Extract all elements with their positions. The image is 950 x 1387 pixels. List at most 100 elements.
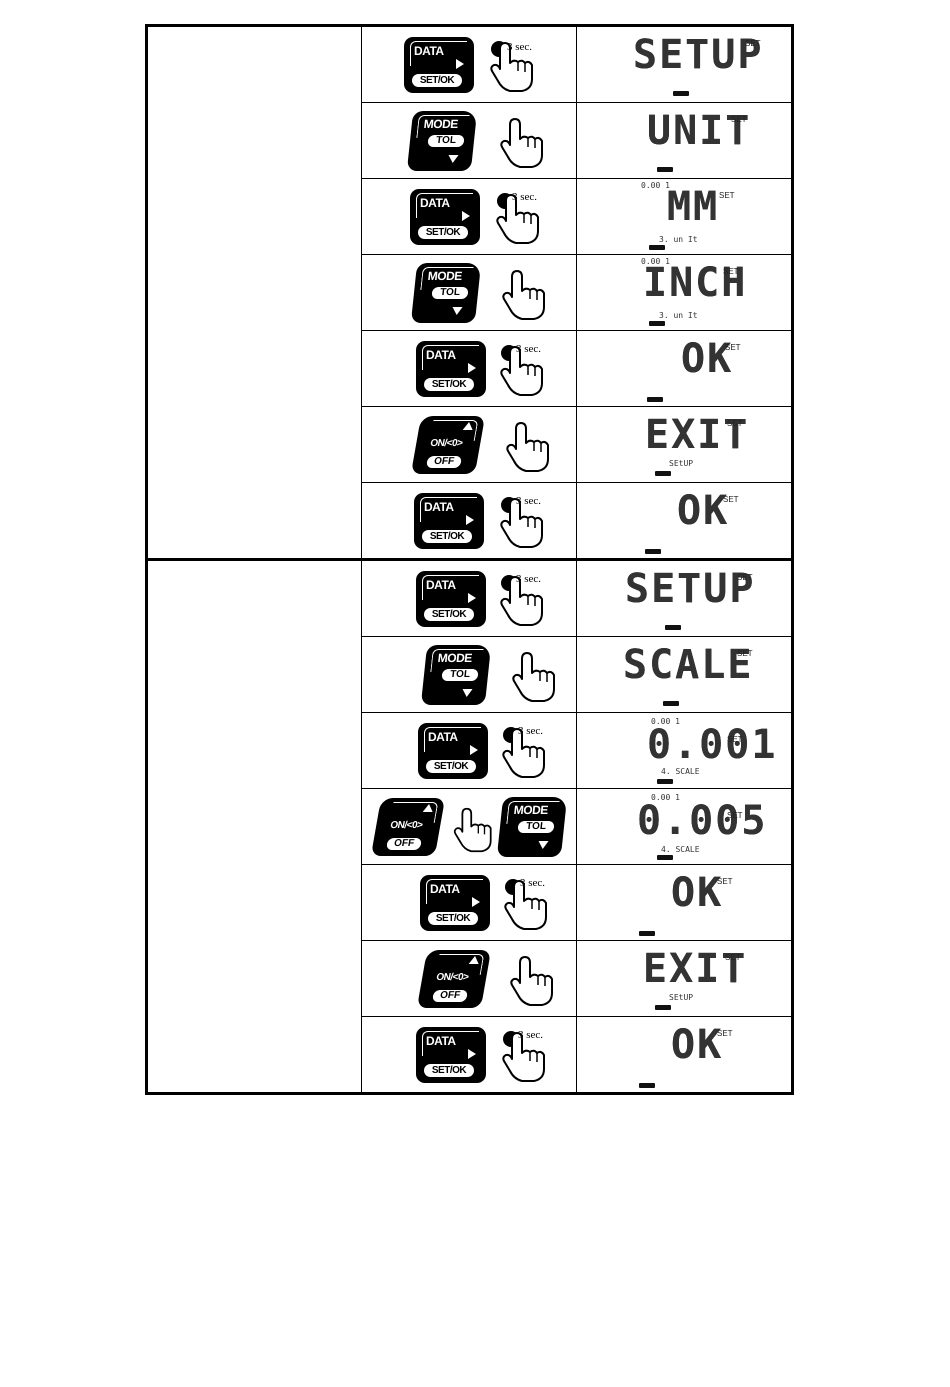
key-sublabel: TOL: [517, 821, 555, 833]
lcd-cell: 0.00 1 0.001 SET 4. SCALE: [576, 712, 793, 789]
table-row: ON/<0> OFF EXIT SET SEtUP: [147, 940, 793, 1017]
lcd-submenu: 4. SCALE: [661, 845, 700, 854]
down-arrow-icon: [451, 307, 463, 315]
table-row: DATA SET/OK 3 sec. 0.00 1 MM SET 3. un I…: [147, 178, 793, 255]
lcd-main-text: OK: [671, 870, 724, 916]
key-sublabel: TOL: [427, 135, 465, 147]
battery-icon: [649, 321, 665, 326]
hand-press-icon: [500, 118, 543, 168]
procedure-table: DATA SET/OK 3 sec. SETUP SET MODE TOL UN…: [145, 24, 794, 1095]
battery-icon: [639, 931, 655, 936]
key-cell: DATA SET/OK 3 sec.: [361, 178, 577, 255]
key-cell: DATA SET/OK 3 sec.: [361, 712, 577, 789]
key-sublabel: SET/OK: [422, 530, 472, 543]
data-setok-key: DATA SET/OK: [410, 189, 480, 245]
lcd-resolution: 0.00 1: [641, 257, 670, 266]
lcd-set-indicator: SET: [745, 39, 761, 48]
hand-press-icon: [490, 41, 533, 92]
group2-description-cell: [146, 558, 362, 1094]
key-sublabel: SET/OK: [424, 608, 474, 621]
hold-duration: 3 sec.: [518, 1029, 544, 1041]
battery-icon: [657, 167, 673, 172]
on-off-key: ON/<0> OFF: [410, 416, 486, 474]
lcd-cell: UNIT SET: [576, 102, 793, 179]
lcd-cell: OK SET: [576, 864, 793, 941]
key-label: ON/<0>: [435, 972, 470, 983]
data-setok-key: DATA SET/OK: [404, 37, 474, 93]
key-label: DATA: [426, 1034, 456, 1048]
data-setok-key: DATA SET/OK: [418, 723, 488, 779]
key-label: DATA: [414, 44, 444, 58]
hand-press-icon: [502, 270, 545, 320]
right-arrow-icon: [462, 211, 470, 221]
key-cell: ON/<0> OFF MODE TOL: [361, 788, 577, 865]
key-cell: DATA SET/OK 3 sec.: [361, 25, 577, 103]
key-cell: MODE TOL: [361, 636, 577, 713]
lcd-main-text: EXIT: [643, 946, 748, 992]
key-sublabel: OFF: [431, 990, 469, 1002]
on-off-key: ON/<0> OFF: [416, 950, 492, 1008]
lcd-submenu: SEtUP: [669, 993, 694, 1002]
lcd-main-text: SETUP: [625, 566, 756, 612]
key-cell: DATA SET/OK 3 sec.: [361, 1016, 577, 1094]
key-sublabel: SET/OK: [424, 378, 474, 391]
table-row: DATA SET/OK 3 sec. SETUP SET: [146, 558, 793, 1094]
lcd-cell: SCALE SET: [576, 636, 793, 713]
down-arrow-icon: [447, 155, 459, 163]
lcd-cell: OK SET: [576, 330, 793, 407]
lcd-cell: 0.00 1 INCH SET 3. un It: [576, 254, 793, 331]
mode-tol-key: MODE TOL: [496, 797, 568, 857]
battery-icon: [663, 701, 679, 706]
lcd-main-text: OK: [681, 336, 734, 382]
table-row: ON/<0> OFF MODE TOL 0.00 1 0.005 SET 4. …: [147, 788, 793, 865]
key-label: MODE: [427, 269, 463, 283]
hand-press-icon: [500, 575, 543, 626]
key-label: MODE: [423, 117, 459, 131]
table-row: DATA SET/OK 3 sec. 0.00 1 0.001 SET 4. S…: [147, 712, 793, 789]
table-row: MODE TOL UNIT SET: [147, 102, 793, 179]
lcd-set-indicator: SET: [719, 191, 735, 200]
battery-icon: [649, 245, 665, 250]
data-setok-key: DATA SET/OK: [420, 875, 490, 931]
key-sublabel: TOL: [431, 287, 469, 299]
hand-press-icon: [502, 1031, 545, 1082]
key-cell: DATA SET/OK 3 sec.: [361, 482, 577, 560]
right-arrow-icon: [470, 745, 478, 755]
data-setok-key: DATA SET/OK: [416, 571, 486, 627]
lcd-set-indicator: SET: [727, 419, 743, 428]
on-off-key: ON/<0> OFF: [370, 798, 446, 856]
mode-tol-key: MODE TOL: [410, 263, 482, 323]
key-label: DATA: [430, 882, 460, 896]
right-arrow-icon: [468, 1049, 476, 1059]
data-setok-key: DATA SET/OK: [416, 1027, 486, 1083]
hand-press-icon: [500, 345, 543, 396]
hand-press-icon: [502, 727, 545, 778]
hand-press-icon: [496, 193, 539, 244]
lcd-main-text: SCALE: [623, 642, 754, 688]
key-label: DATA: [420, 196, 450, 210]
battery-icon: [665, 625, 681, 630]
lcd-set-indicator: SET: [723, 267, 739, 276]
key-label: DATA: [428, 730, 458, 744]
lcd-set-indicator: SET: [737, 573, 753, 582]
lcd-set-indicator: SET: [723, 495, 739, 504]
right-arrow-icon: [456, 59, 464, 69]
lcd-submenu: SEtUP: [669, 459, 694, 468]
lcd-set-indicator: SET: [725, 953, 741, 962]
key-label: DATA: [426, 348, 456, 362]
key-cell: DATA SET/OK 3 sec.: [361, 330, 577, 407]
lcd-submenu: 3. un It: [659, 311, 698, 320]
hand-press-icon: [504, 879, 547, 930]
hand-press-icon: [512, 652, 555, 702]
lcd-set-indicator: SET: [727, 811, 743, 820]
data-setok-key: DATA SET/OK: [414, 493, 484, 549]
lcd-set-indicator: SET: [717, 877, 733, 886]
key-sublabel: SET/OK: [428, 912, 478, 925]
key-label: DATA: [426, 578, 456, 592]
battery-icon: [639, 1083, 655, 1088]
battery-icon: [657, 779, 673, 784]
lcd-cell: EXIT SET SEtUP: [576, 940, 793, 1017]
hand-press-icon: [453, 807, 492, 853]
key-label: ON/<0>: [429, 438, 464, 449]
down-arrow-icon: [537, 841, 549, 849]
